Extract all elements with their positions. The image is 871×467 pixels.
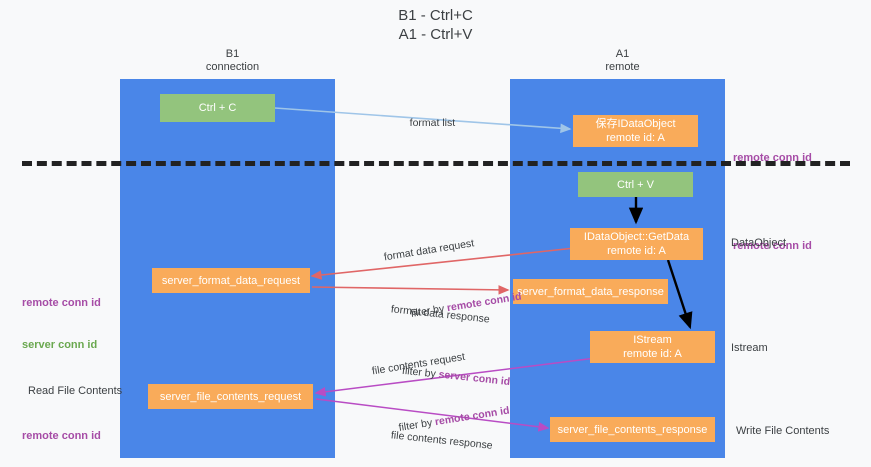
- arrow-format-data-response: [311, 285, 510, 295]
- box-server-format-data-request[interactable]: server_format_data_request: [152, 268, 310, 293]
- box-ctrl-c-label: Ctrl + C: [198, 102, 237, 114]
- box-server-format-data-response[interactable]: server_format_data_response: [513, 279, 668, 304]
- legend-left-bottom: remote conn id server conn id: [22, 401, 101, 467]
- box-server-file-contents-request[interactable]: server_file_contents_request: [148, 384, 313, 409]
- annotation-remote-conn-id-top-text: remote conn id: [733, 152, 812, 164]
- annotation-remote-conn-id-top: remote conn id: [733, 123, 812, 193]
- box-getdata-subtitle: remote id: A: [607, 245, 666, 257]
- arrow-format-data-request: [310, 247, 576, 280]
- edge-label-format-data-request-line1: format data request: [383, 237, 475, 264]
- box-server-file-contents-request-label: server_file_contents_request: [159, 390, 302, 403]
- box-istream[interactable]: IStream remote id: A: [590, 331, 715, 363]
- lane-header-b1: B1 connection: [205, 48, 260, 73]
- legend-left-mid: remote conn id server conn id: [22, 268, 101, 380]
- box-ctrl-v[interactable]: Ctrl + V: [578, 172, 693, 197]
- edge-label-file-contents-request-line1: file contents request: [371, 350, 466, 378]
- box-idataobject-getdata[interactable]: IDataObject::GetData remote id: A: [570, 228, 703, 260]
- box-save-idataobject[interactable]: 保存IDataObject remote id: A: [573, 115, 698, 147]
- box-getdata-title: IDataObject::GetData: [583, 231, 690, 243]
- edge-label-file-contents-response: file contents response filter by server …: [379, 398, 520, 467]
- box-save-idataobject-title: 保存IDataObject: [595, 118, 676, 130]
- annotation-remote-conn-id-mid: remote conn id: [733, 211, 812, 281]
- page-title: B1 - Ctrl+C A1 - Ctrl+V: [398, 7, 473, 43]
- box-server-file-contents-response-label: server_file_contents_response: [557, 423, 708, 436]
- edge-label-format-list-text: format list: [409, 117, 456, 129]
- box-istream-subtitle: remote id: A: [623, 348, 682, 360]
- box-save-idataobject-subtitle: remote id: A: [606, 132, 665, 144]
- box-ctrl-c[interactable]: Ctrl + C: [160, 94, 275, 122]
- arrow-format-list: [274, 107, 572, 134]
- phase-divider: [22, 161, 850, 166]
- box-ctrl-v-label: Ctrl + V: [617, 178, 654, 191]
- box-istream-title: IStream: [633, 334, 672, 346]
- arrow-response-to-istream: [666, 259, 693, 330]
- annotation-write-file-contents: Write File Contents: [736, 425, 830, 437]
- legend-left-mid-server: server conn id: [22, 339, 98, 351]
- annotation-remote-conn-id-mid-text: remote conn id: [733, 240, 812, 252]
- box-server-format-data-response-label: server_format_data_response: [517, 285, 664, 298]
- edge-label-file-contents-response-line1: file contents response: [390, 429, 494, 452]
- arrow-file-contents-request: [314, 357, 597, 397]
- box-server-format-data-request-label: server_format_data_request: [161, 274, 301, 287]
- edge-label-format-list: format list: [398, 101, 456, 146]
- box-server-file-contents-response[interactable]: server_file_contents_response: [550, 417, 715, 442]
- annotation-dataobject: DataObject: [731, 237, 787, 249]
- lane-header-a1: A1 remote: [605, 48, 640, 73]
- annotation-istream: Istream: [731, 342, 768, 354]
- legend-left-bottom-remote: remote conn id: [22, 430, 101, 442]
- arrow-file-contents-response: [315, 398, 550, 432]
- legend-left-mid-remote: remote conn id: [22, 297, 101, 309]
- annotation-read-file-contents: Read File Contents: [28, 385, 123, 397]
